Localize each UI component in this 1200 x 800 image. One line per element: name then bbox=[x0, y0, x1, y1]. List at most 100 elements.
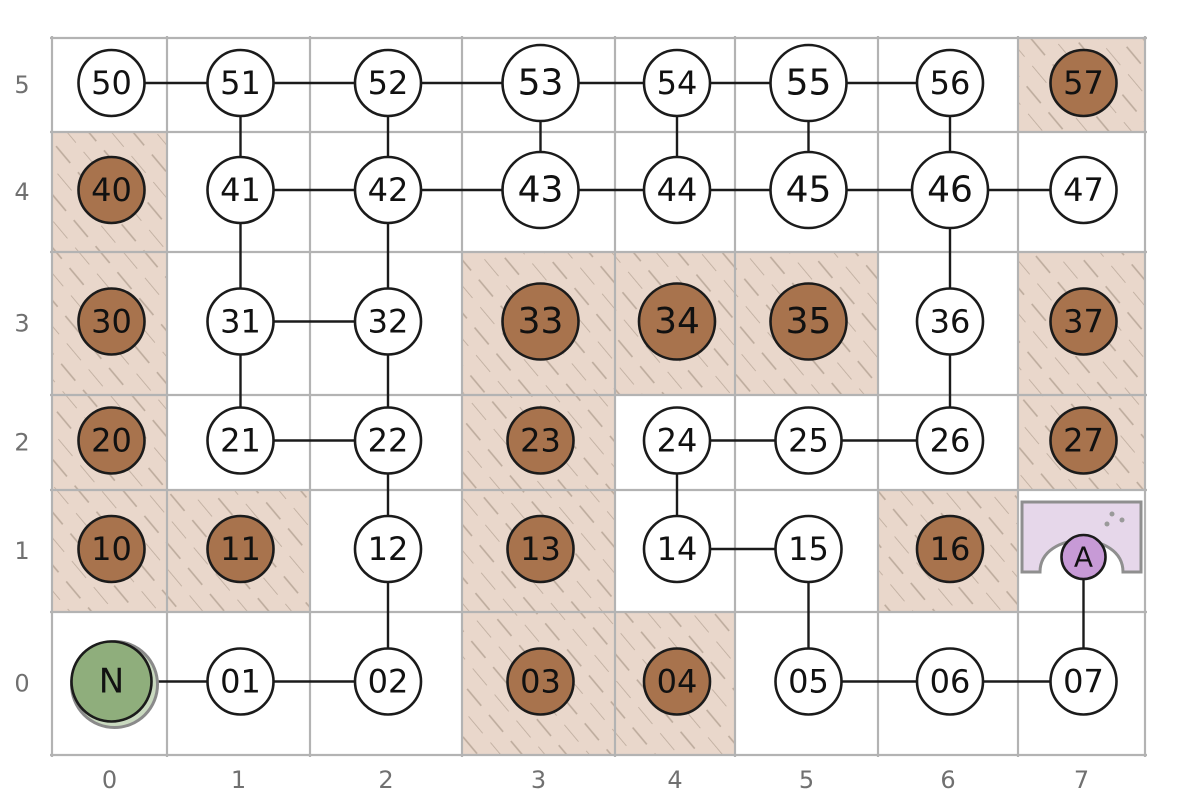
node-N: N bbox=[70, 640, 159, 729]
x-axis-label: 7 bbox=[1074, 766, 1089, 794]
node-label: 36 bbox=[930, 303, 971, 341]
node-50: 50 bbox=[77, 48, 146, 118]
x-axis-label: 1 bbox=[231, 766, 246, 794]
node-circle bbox=[506, 514, 575, 584]
node-07: 07 bbox=[1049, 647, 1118, 716]
node-label: 45 bbox=[786, 170, 832, 211]
node-circle bbox=[642, 48, 712, 118]
x-axis-label: 2 bbox=[378, 766, 393, 794]
node-label: 52 bbox=[368, 64, 409, 102]
node-label: 12 bbox=[368, 530, 409, 568]
node-41: 41 bbox=[206, 155, 275, 225]
node-label: N bbox=[99, 662, 124, 702]
node-label: 30 bbox=[91, 303, 132, 341]
node-circle bbox=[915, 48, 985, 118]
goal-gate-dot bbox=[1119, 517, 1125, 523]
node-26: 26 bbox=[915, 406, 985, 475]
node-circle bbox=[915, 406, 985, 475]
node-label: 43 bbox=[518, 170, 564, 211]
node-label: 02 bbox=[368, 663, 409, 701]
goal-gate-dot bbox=[1104, 521, 1110, 527]
node-circle bbox=[769, 150, 848, 230]
node-43: 43 bbox=[501, 150, 580, 230]
node-circle bbox=[774, 647, 843, 716]
node-circle bbox=[915, 287, 985, 356]
node-label: 41 bbox=[220, 171, 261, 209]
node-44: 44 bbox=[642, 155, 712, 225]
node-circle bbox=[1049, 406, 1118, 475]
node-label: 20 bbox=[91, 422, 132, 460]
node-label: 07 bbox=[1063, 663, 1104, 701]
node-10: 10 bbox=[77, 514, 146, 584]
node-circle bbox=[206, 155, 275, 225]
node-label: 40 bbox=[91, 171, 132, 209]
node-21: 21 bbox=[206, 406, 275, 475]
node-circle bbox=[353, 514, 423, 584]
node-label: 56 bbox=[930, 64, 971, 102]
node-47: 47 bbox=[1049, 155, 1118, 225]
x-axis-label: 5 bbox=[799, 766, 814, 794]
grid-lines-layer bbox=[50, 36, 1147, 757]
node-circle bbox=[501, 43, 580, 123]
node-circle bbox=[353, 647, 423, 716]
node-label: 50 bbox=[91, 64, 132, 102]
node-circle bbox=[353, 48, 423, 118]
y-axis-label: 5 bbox=[14, 71, 29, 99]
node-02: 02 bbox=[353, 647, 423, 716]
node-label: 42 bbox=[368, 171, 409, 209]
blocked-cells-layer bbox=[52, 38, 1145, 755]
node-label: 51 bbox=[220, 64, 261, 102]
node-circle bbox=[642, 155, 712, 225]
node-circle bbox=[506, 647, 575, 716]
node-15: 15 bbox=[774, 514, 843, 584]
node-circle bbox=[206, 287, 275, 356]
node-57: 57 bbox=[1049, 48, 1118, 118]
node-14: 14 bbox=[642, 514, 712, 584]
x-axis-label: 0 bbox=[102, 766, 117, 794]
node-circle bbox=[769, 43, 848, 123]
node-circle bbox=[353, 287, 423, 356]
node-label: 26 bbox=[930, 422, 971, 460]
node-label: 23 bbox=[520, 422, 561, 460]
node-circle bbox=[642, 406, 712, 475]
node-label: 35 bbox=[786, 301, 832, 342]
node-circle bbox=[769, 282, 848, 361]
node-label: 55 bbox=[786, 63, 832, 104]
node-A: A bbox=[1060, 533, 1107, 581]
node-24: 24 bbox=[642, 406, 712, 475]
node-52: 52 bbox=[353, 48, 423, 118]
node-circle bbox=[77, 406, 146, 475]
node-label: 03 bbox=[520, 663, 561, 701]
node-label: 04 bbox=[657, 663, 698, 701]
node-label: 10 bbox=[91, 530, 132, 568]
node-35: 35 bbox=[769, 282, 848, 361]
node-label: 22 bbox=[368, 422, 409, 460]
node-label: 14 bbox=[657, 530, 698, 568]
node-circle bbox=[1060, 533, 1107, 581]
node-label: 15 bbox=[788, 530, 829, 568]
node-circle bbox=[915, 514, 985, 584]
node-06: 06 bbox=[915, 647, 985, 716]
node-circle bbox=[1049, 155, 1118, 225]
node-45: 45 bbox=[769, 150, 848, 230]
node-circle bbox=[1049, 287, 1118, 356]
node-label: 32 bbox=[368, 303, 409, 341]
node-01: 01 bbox=[206, 647, 275, 716]
node-circle bbox=[642, 514, 712, 584]
y-axis-label: 0 bbox=[14, 670, 29, 698]
node-circle bbox=[774, 406, 843, 475]
node-circle bbox=[501, 282, 580, 361]
node-circle bbox=[206, 48, 275, 118]
node-label: 44 bbox=[657, 171, 698, 209]
node-label: 31 bbox=[220, 303, 261, 341]
node-label: 25 bbox=[788, 422, 829, 460]
node-53: 53 bbox=[501, 43, 580, 123]
node-16: 16 bbox=[915, 514, 985, 584]
node-55: 55 bbox=[769, 43, 848, 123]
node-label: 24 bbox=[657, 422, 698, 460]
node-label: 06 bbox=[930, 663, 971, 701]
node-circle bbox=[206, 514, 275, 584]
node-42: 42 bbox=[353, 155, 423, 225]
